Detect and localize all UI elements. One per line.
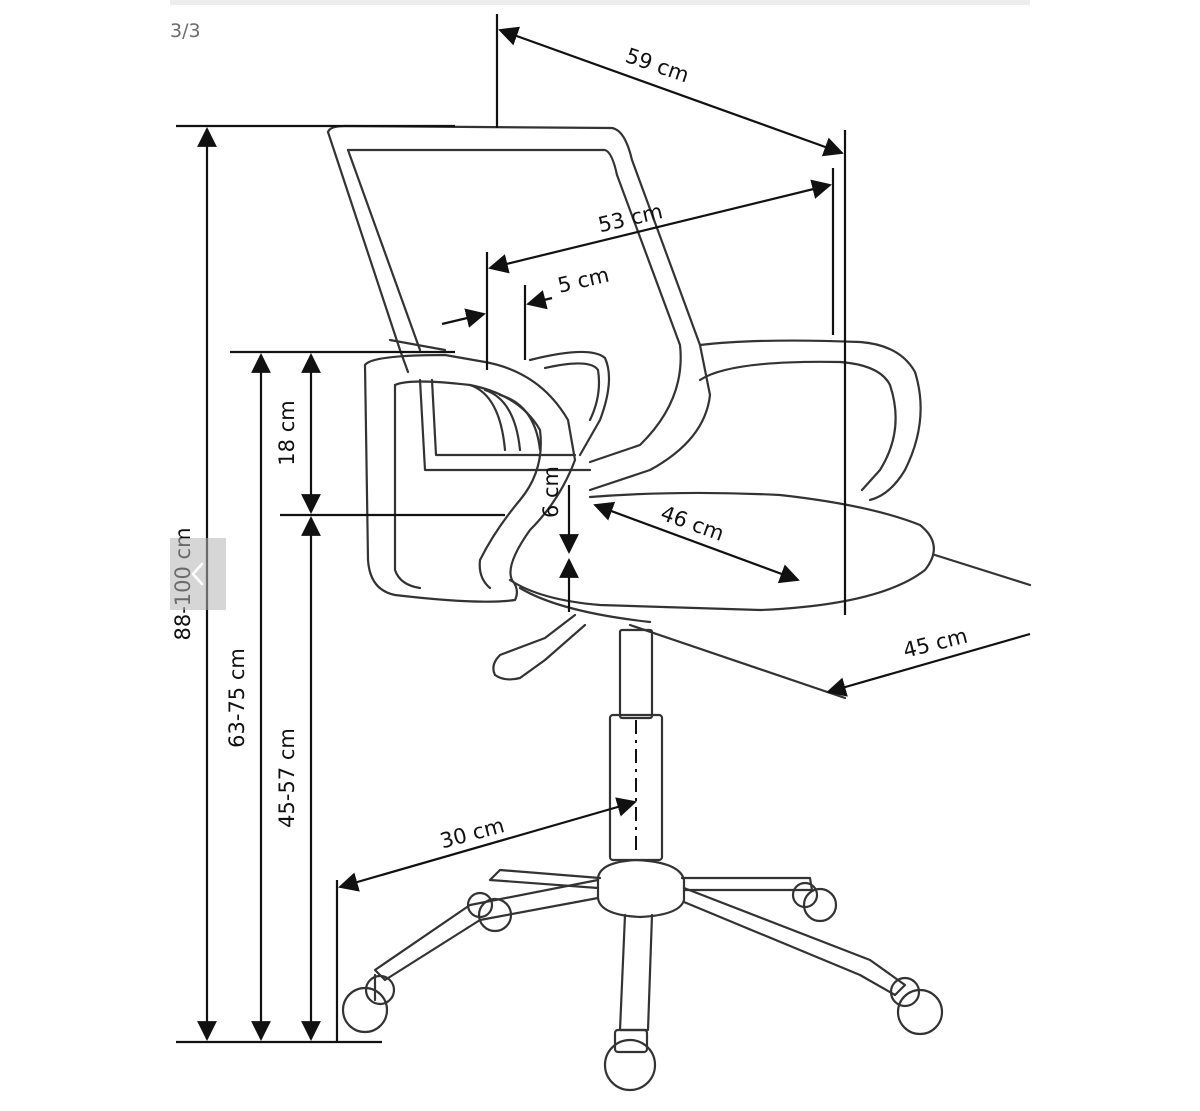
armrest-left bbox=[363, 353, 577, 603]
label-seat-thickness: 6 cm bbox=[539, 466, 563, 518]
chair-outline bbox=[326, 124, 1032, 1092]
base-leg-back-left bbox=[488, 868, 602, 890]
top-divider bbox=[170, 0, 1030, 5]
label-seat-depth: 46 cm bbox=[658, 501, 728, 546]
label-backrest-thickness: 5 cm bbox=[555, 263, 611, 298]
caster-left bbox=[341, 986, 389, 1034]
caster-right bbox=[896, 988, 944, 1036]
caster-back-left bbox=[477, 897, 513, 933]
label-base-radius: 30 cm bbox=[437, 813, 506, 853]
base-leg-front bbox=[618, 913, 654, 1032]
previous-image-button[interactable] bbox=[170, 538, 226, 610]
seat-bottom bbox=[518, 586, 652, 624]
label-width-total: 59 cm bbox=[622, 43, 692, 87]
label-armrest-floor-height: 63-75 cm bbox=[225, 648, 249, 748]
caster-front bbox=[603, 1038, 657, 1092]
seat-top bbox=[508, 491, 935, 612]
gas-lift-upper bbox=[618, 628, 654, 720]
image-counter: 3/3 bbox=[170, 20, 201, 42]
label-seat-height: 45-57 cm bbox=[275, 728, 299, 828]
base-leg-right bbox=[682, 886, 907, 997]
chevron-left-icon bbox=[191, 562, 204, 586]
armrest-right bbox=[698, 339, 922, 502]
caster-back-right bbox=[802, 887, 838, 923]
label-armrest-height: 18 cm bbox=[275, 400, 299, 465]
base-hub bbox=[596, 858, 686, 919]
base-leg-back-right bbox=[680, 876, 814, 892]
label-width-seat-back: 53 cm bbox=[596, 199, 665, 237]
dimension-lines bbox=[176, 14, 1031, 1044]
label-seat-width: 45 cm bbox=[901, 624, 970, 663]
height-lever bbox=[492, 613, 587, 681]
backrest-inner bbox=[346, 148, 682, 464]
